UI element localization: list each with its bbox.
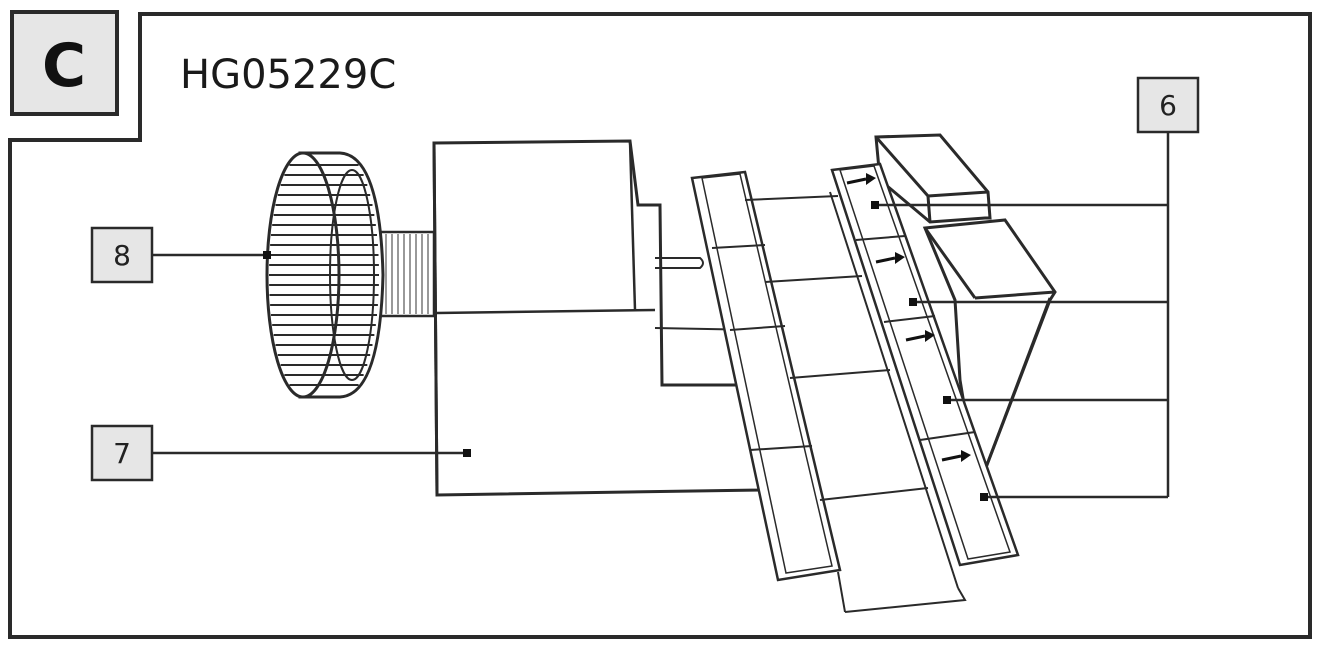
- housing-block: [432, 139, 762, 497]
- arrow-icon: [875, 252, 905, 264]
- arrow-icon: [905, 330, 935, 342]
- model-number: HG05229C: [180, 52, 396, 98]
- callout-7-label: 7: [113, 437, 131, 470]
- section-badge: C: [10, 10, 119, 116]
- rail-strip-back: [690, 170, 842, 582]
- callout-7: 7: [90, 424, 154, 482]
- diagram-frame: [8, 12, 1312, 639]
- knurl-ridges: [269, 164, 379, 386]
- rail-strip-front: [830, 162, 1020, 567]
- callout-6: 6: [1136, 76, 1200, 134]
- arrow-icon: [846, 173, 876, 185]
- callout-8-label: 8: [113, 239, 131, 272]
- callout-6-label: 6: [1159, 89, 1177, 122]
- direction-arrows: [846, 173, 971, 462]
- arrow-icon: [941, 450, 971, 462]
- callout-8: 8: [90, 226, 154, 284]
- leader-lines: [152, 132, 1170, 501]
- adjustment-knob: [265, 151, 436, 399]
- connecting-slats: [744, 191, 967, 613]
- section-letter: C: [42, 31, 86, 101]
